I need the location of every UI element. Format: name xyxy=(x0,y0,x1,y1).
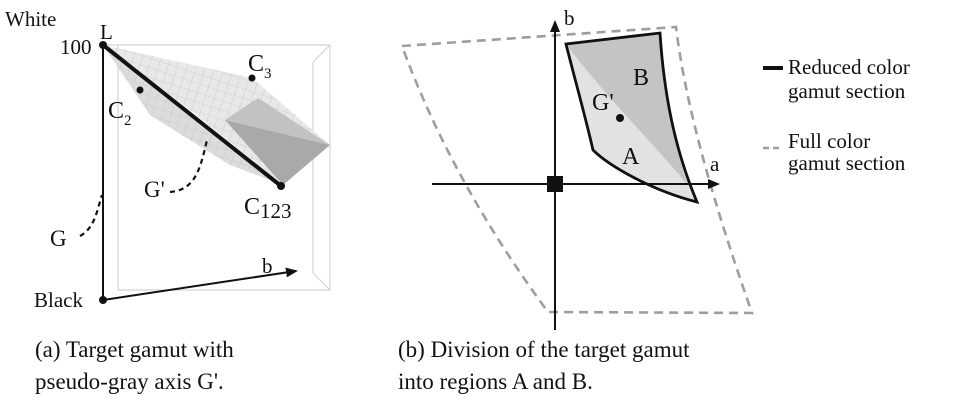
point-c2 xyxy=(136,86,144,94)
point-black xyxy=(99,296,107,304)
label-white: White xyxy=(5,7,56,31)
point-Gprime-b xyxy=(616,114,624,122)
label-region-A: A xyxy=(622,144,640,170)
legend: Reduced color gamut section Full color g… xyxy=(763,55,910,175)
point-c123 xyxy=(277,182,285,190)
full-gamut-section xyxy=(400,25,754,315)
label-region-B: B xyxy=(633,65,649,91)
caption-a-line1: (a) Target gamut with xyxy=(35,337,234,362)
label-G: G xyxy=(50,226,67,251)
label-b-axis: b xyxy=(262,254,273,278)
point-white xyxy=(99,41,107,49)
gamut-surface xyxy=(103,45,330,185)
caption-a-line2: pseudo-gray axis G'. xyxy=(35,369,224,394)
legend-reduced-line2: gamut section xyxy=(788,79,906,103)
label-c123: C123 xyxy=(244,194,292,223)
label-c3: C3 xyxy=(248,51,272,82)
origin-marker xyxy=(547,176,563,192)
label-c2: C2 xyxy=(108,98,132,129)
label-black: Black xyxy=(34,288,83,312)
panel-b: b a B A G' (b) Division of the target ga… xyxy=(398,6,754,394)
reduced-gamut-outline xyxy=(564,31,700,205)
caption-b-line2: into regions A and B. xyxy=(398,369,593,394)
legend-full-line2: gamut section xyxy=(788,151,906,175)
legend-reduced-line1: Reduced color xyxy=(788,55,910,79)
label-L: L xyxy=(100,20,113,44)
legend-full-line1: Full color xyxy=(788,129,870,153)
label-a-axis: a xyxy=(710,152,720,176)
point-c3 xyxy=(248,74,256,82)
label-Gprime-b: G' xyxy=(592,90,614,116)
caption-b-line1: (b) Division of the target gamut xyxy=(398,337,690,362)
cube-frame xyxy=(103,44,331,291)
b-axis xyxy=(102,267,298,301)
reduced-gamut-section xyxy=(564,31,700,205)
g-curve xyxy=(79,194,104,237)
white-to-c123-line xyxy=(101,43,283,188)
label-Gprime: G' xyxy=(144,177,165,202)
region-B xyxy=(566,33,688,185)
panel-a: White L 100 Black b G G' C2 C3 C123 (a) … xyxy=(5,7,331,394)
gprime-curve xyxy=(169,139,209,194)
label-b-axis-b: b xyxy=(564,6,575,30)
label-100: 100 xyxy=(60,35,92,59)
